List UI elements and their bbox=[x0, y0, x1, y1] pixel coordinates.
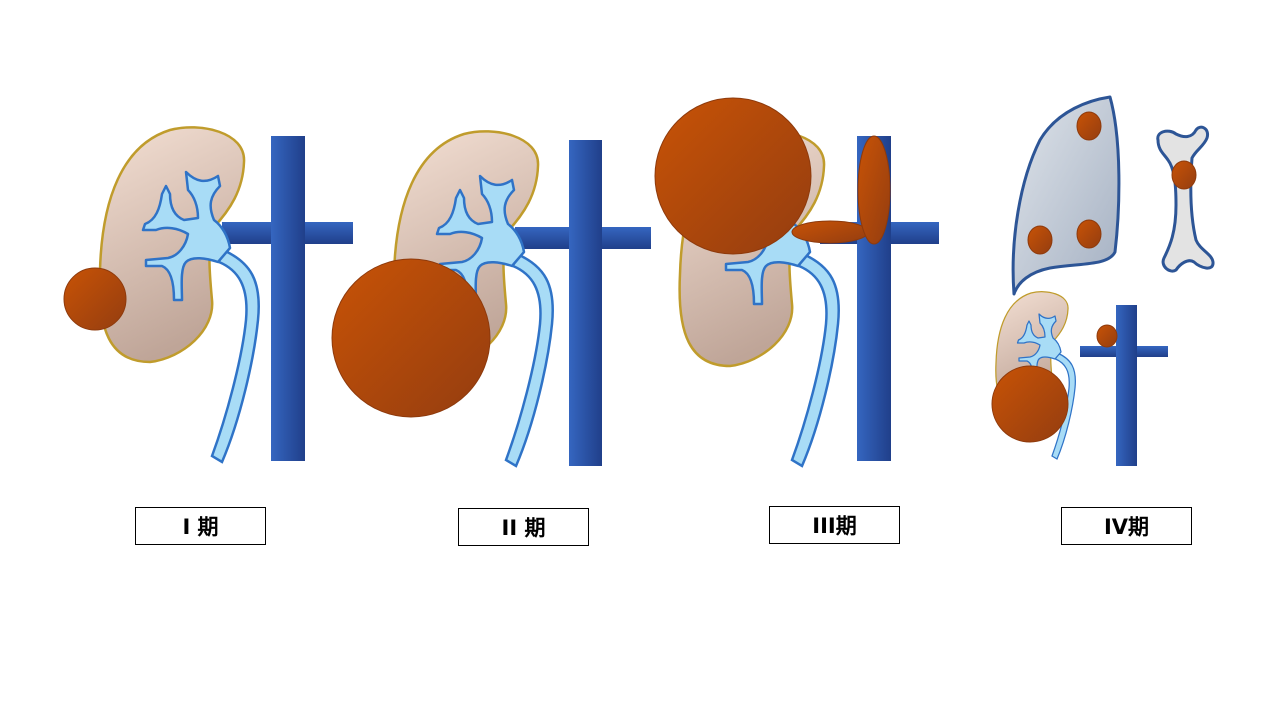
stage-4-label-text: IV期 bbox=[1103, 515, 1150, 539]
stage-2-illustration bbox=[331, 130, 651, 468]
tumor-large bbox=[654, 97, 812, 255]
vena-cava bbox=[1116, 305, 1137, 466]
lung-metastasis bbox=[1076, 111, 1102, 141]
stage-3-illustration bbox=[654, 97, 939, 468]
stage-1-label-text: I 期 bbox=[182, 515, 219, 539]
bone-metastasis bbox=[1171, 160, 1197, 190]
stage-3-label-text: III期 bbox=[812, 514, 857, 538]
vein-tumor-thrombus bbox=[791, 220, 869, 244]
tumor-small bbox=[63, 267, 127, 331]
vena-cava bbox=[569, 140, 602, 466]
stage-1-illustration bbox=[63, 126, 353, 464]
stage-1-label: I 期 bbox=[135, 507, 266, 545]
tumor bbox=[991, 365, 1069, 443]
bone bbox=[1156, 125, 1215, 273]
vena-cava-tumor-thrombus bbox=[857, 135, 891, 245]
tumor-large bbox=[331, 258, 491, 418]
stage-4-label: IV期 bbox=[1061, 507, 1192, 545]
lymph-node-metastasis bbox=[1096, 324, 1118, 348]
stage-2-label: II 期 bbox=[458, 508, 589, 546]
stage-4-illustration bbox=[991, 95, 1215, 466]
stage-2-label-text: II 期 bbox=[501, 516, 546, 540]
lung-metastasis bbox=[1027, 225, 1053, 255]
lung-metastasis bbox=[1076, 219, 1102, 249]
lung bbox=[1011, 95, 1121, 296]
vena-cava bbox=[271, 136, 305, 461]
stage-3-label: III期 bbox=[769, 506, 900, 544]
